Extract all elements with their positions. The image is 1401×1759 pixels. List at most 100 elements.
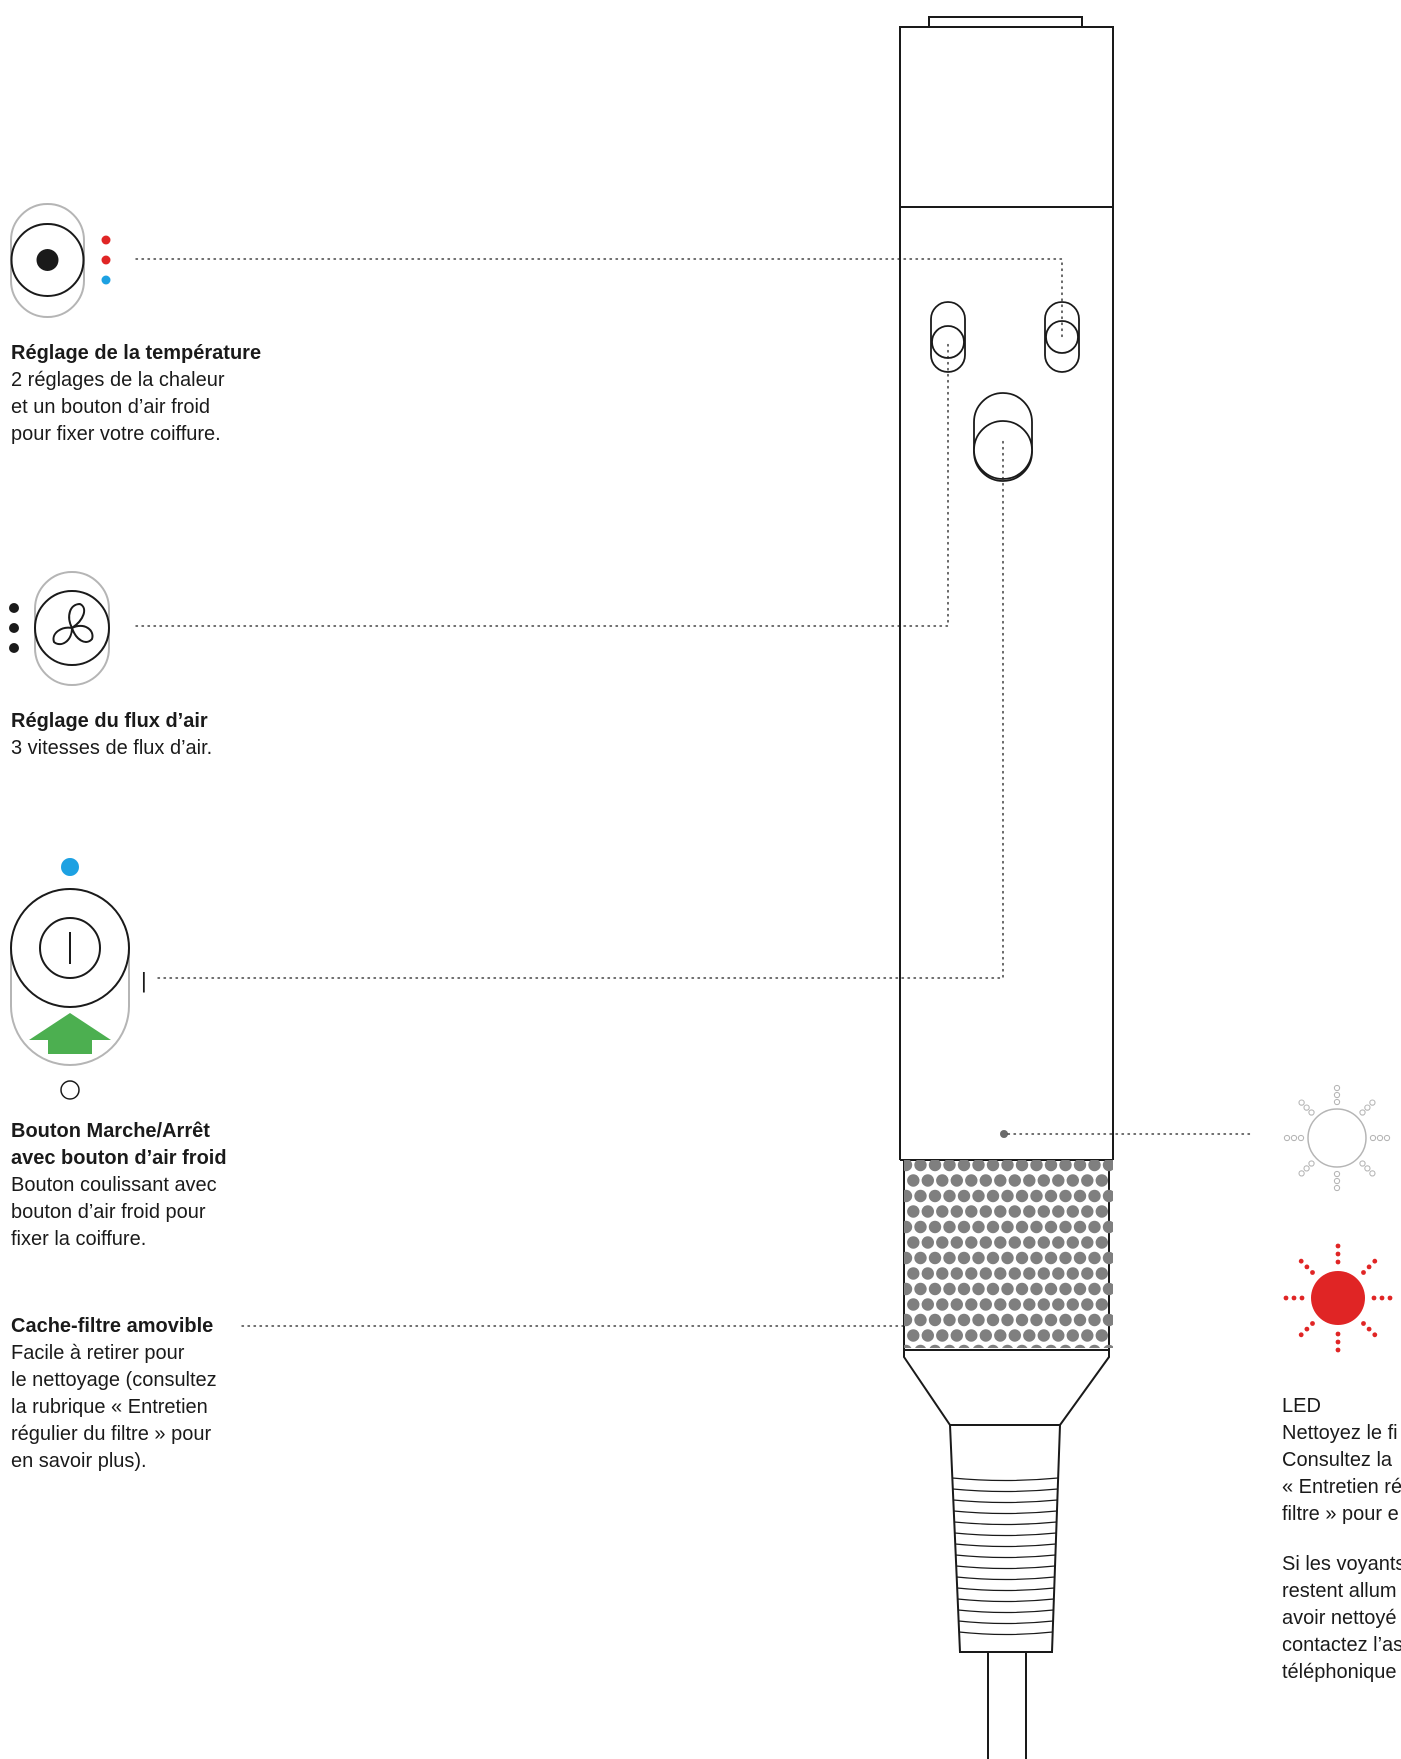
led-ray-dot	[1333, 1098, 1341, 1106]
leader-lines	[135, 258, 1254, 1327]
power-desc-1: Bouton coulissant avec	[11, 1174, 217, 1196]
callout-airflow: Réglage du flux d’air 3 vitesses de flux…	[11, 708, 212, 762]
grille-dot	[904, 1160, 913, 1172]
strain-relief-rib	[957, 1598, 1054, 1603]
strain-relief-rib	[952, 1477, 1059, 1482]
led-ray-dot	[1333, 1177, 1341, 1185]
grille-dot	[957, 1189, 971, 1203]
led-desc-3: « Entretien ré	[1282, 1476, 1401, 1498]
grille-dot	[950, 1298, 963, 1311]
device-controls	[930, 301, 1080, 1138]
grille-dot	[957, 1251, 971, 1265]
led-desc-8: contactez l’as	[1282, 1634, 1401, 1656]
led-ray-dot	[1333, 1170, 1341, 1178]
led-ray-dot	[1310, 1270, 1315, 1275]
temperature-desc-1: 2 réglages de la chaleur	[11, 369, 225, 391]
grille-dot	[1059, 1251, 1072, 1265]
callout-filter: Cache-filtre amovible Facile à retirer p…	[11, 1313, 217, 1475]
grille-dot	[907, 1205, 920, 1218]
led-ray-dot	[1372, 1332, 1378, 1338]
grille-dot	[914, 1313, 927, 1327]
grille-dot	[994, 1267, 1007, 1280]
fan-icon	[9, 571, 110, 686]
grille-dot	[1066, 1298, 1080, 1311]
led-desc-5: Si les voyants	[1282, 1553, 1401, 1575]
device-led	[1000, 1130, 1008, 1138]
grille-dot	[928, 1220, 942, 1234]
grille-dot	[1037, 1298, 1051, 1311]
grille-dot	[1059, 1220, 1072, 1234]
grille-dot	[943, 1220, 956, 1234]
grille-dot	[1089, 1344, 1100, 1348]
led-ray-dot	[1283, 1134, 1291, 1142]
grille-dot	[965, 1298, 978, 1311]
temperature-level-dot-high	[101, 235, 111, 245]
grille-dot	[950, 1267, 963, 1280]
grille-dot	[1030, 1313, 1043, 1327]
grille-dot	[1030, 1282, 1043, 1296]
grille-dot	[972, 1313, 985, 1327]
grille-dot	[1059, 1160, 1072, 1172]
grille-dot	[921, 1329, 934, 1342]
grille-dot	[1023, 1236, 1036, 1249]
led-ray-dot	[1361, 1270, 1366, 1275]
grille-dot	[1001, 1251, 1014, 1265]
grille-dot	[907, 1329, 920, 1342]
grille-dot	[972, 1251, 985, 1265]
led-ray-dot	[1290, 1134, 1298, 1142]
device-taper	[903, 1350, 1110, 1426]
grille-dot	[1102, 1251, 1113, 1265]
grille-dot	[1066, 1205, 1080, 1218]
grille-dot	[1052, 1267, 1065, 1280]
grille-dot	[979, 1267, 992, 1280]
grille-dot	[1016, 1344, 1028, 1348]
led-ray-dot	[1298, 1099, 1305, 1106]
filter-desc-1: Facile à retirer pour	[11, 1342, 185, 1364]
grille-dot	[1081, 1267, 1094, 1280]
filter-title: Cache-filtre amovible	[11, 1315, 214, 1337]
grille-dot	[979, 1236, 992, 1249]
led-ray-dot	[1297, 1134, 1305, 1142]
grille-dot	[943, 1189, 956, 1203]
grille-dot	[1008, 1174, 1021, 1187]
grille-dot	[936, 1267, 949, 1280]
led-on-icon	[1283, 1243, 1393, 1353]
grille-dot	[1073, 1251, 1087, 1265]
grille-dot	[1015, 1282, 1029, 1296]
grille-dot	[904, 1313, 913, 1327]
grille-dot	[936, 1298, 949, 1311]
grille-dot	[1073, 1313, 1087, 1327]
grille-dot	[986, 1282, 1000, 1296]
callout-temperature: Réglage de la température 2 réglages de …	[11, 340, 261, 448]
grille-dot	[965, 1267, 978, 1280]
power-icon: |	[10, 858, 147, 1100]
grille-dot	[1073, 1282, 1087, 1296]
strain-relief-rib	[955, 1543, 1056, 1548]
grille-dot	[1023, 1174, 1036, 1187]
grille-dot	[994, 1174, 1007, 1187]
led-ray-dot	[1304, 1264, 1310, 1270]
grille-dot	[1088, 1313, 1101, 1327]
power-title-2: avec bouton d’air froid	[11, 1147, 227, 1169]
grille-dot	[928, 1313, 942, 1327]
grille-dot	[1059, 1282, 1072, 1296]
grille-dot	[1037, 1267, 1051, 1280]
grille-dot	[904, 1251, 913, 1265]
grille-dot	[1052, 1329, 1065, 1342]
filter-desc-2: le nettoyage (consultez	[11, 1369, 217, 1391]
grille-dot	[957, 1313, 971, 1327]
led-ray-dot	[1333, 1184, 1341, 1192]
grille-dot	[1088, 1189, 1101, 1203]
strain-relief-rib	[955, 1554, 1056, 1559]
grille-dot	[1001, 1160, 1014, 1172]
grille-dot	[1008, 1267, 1021, 1280]
grille-dot	[965, 1174, 978, 1187]
grille-dot	[979, 1329, 992, 1342]
grille-dot	[979, 1205, 992, 1218]
grille-dot	[958, 1344, 970, 1348]
grille-dot	[1030, 1251, 1043, 1265]
led-ray-dot	[1310, 1321, 1315, 1326]
led-ray-dot	[1283, 1295, 1289, 1301]
grille-dot	[907, 1174, 920, 1187]
grille-dot	[965, 1236, 978, 1249]
